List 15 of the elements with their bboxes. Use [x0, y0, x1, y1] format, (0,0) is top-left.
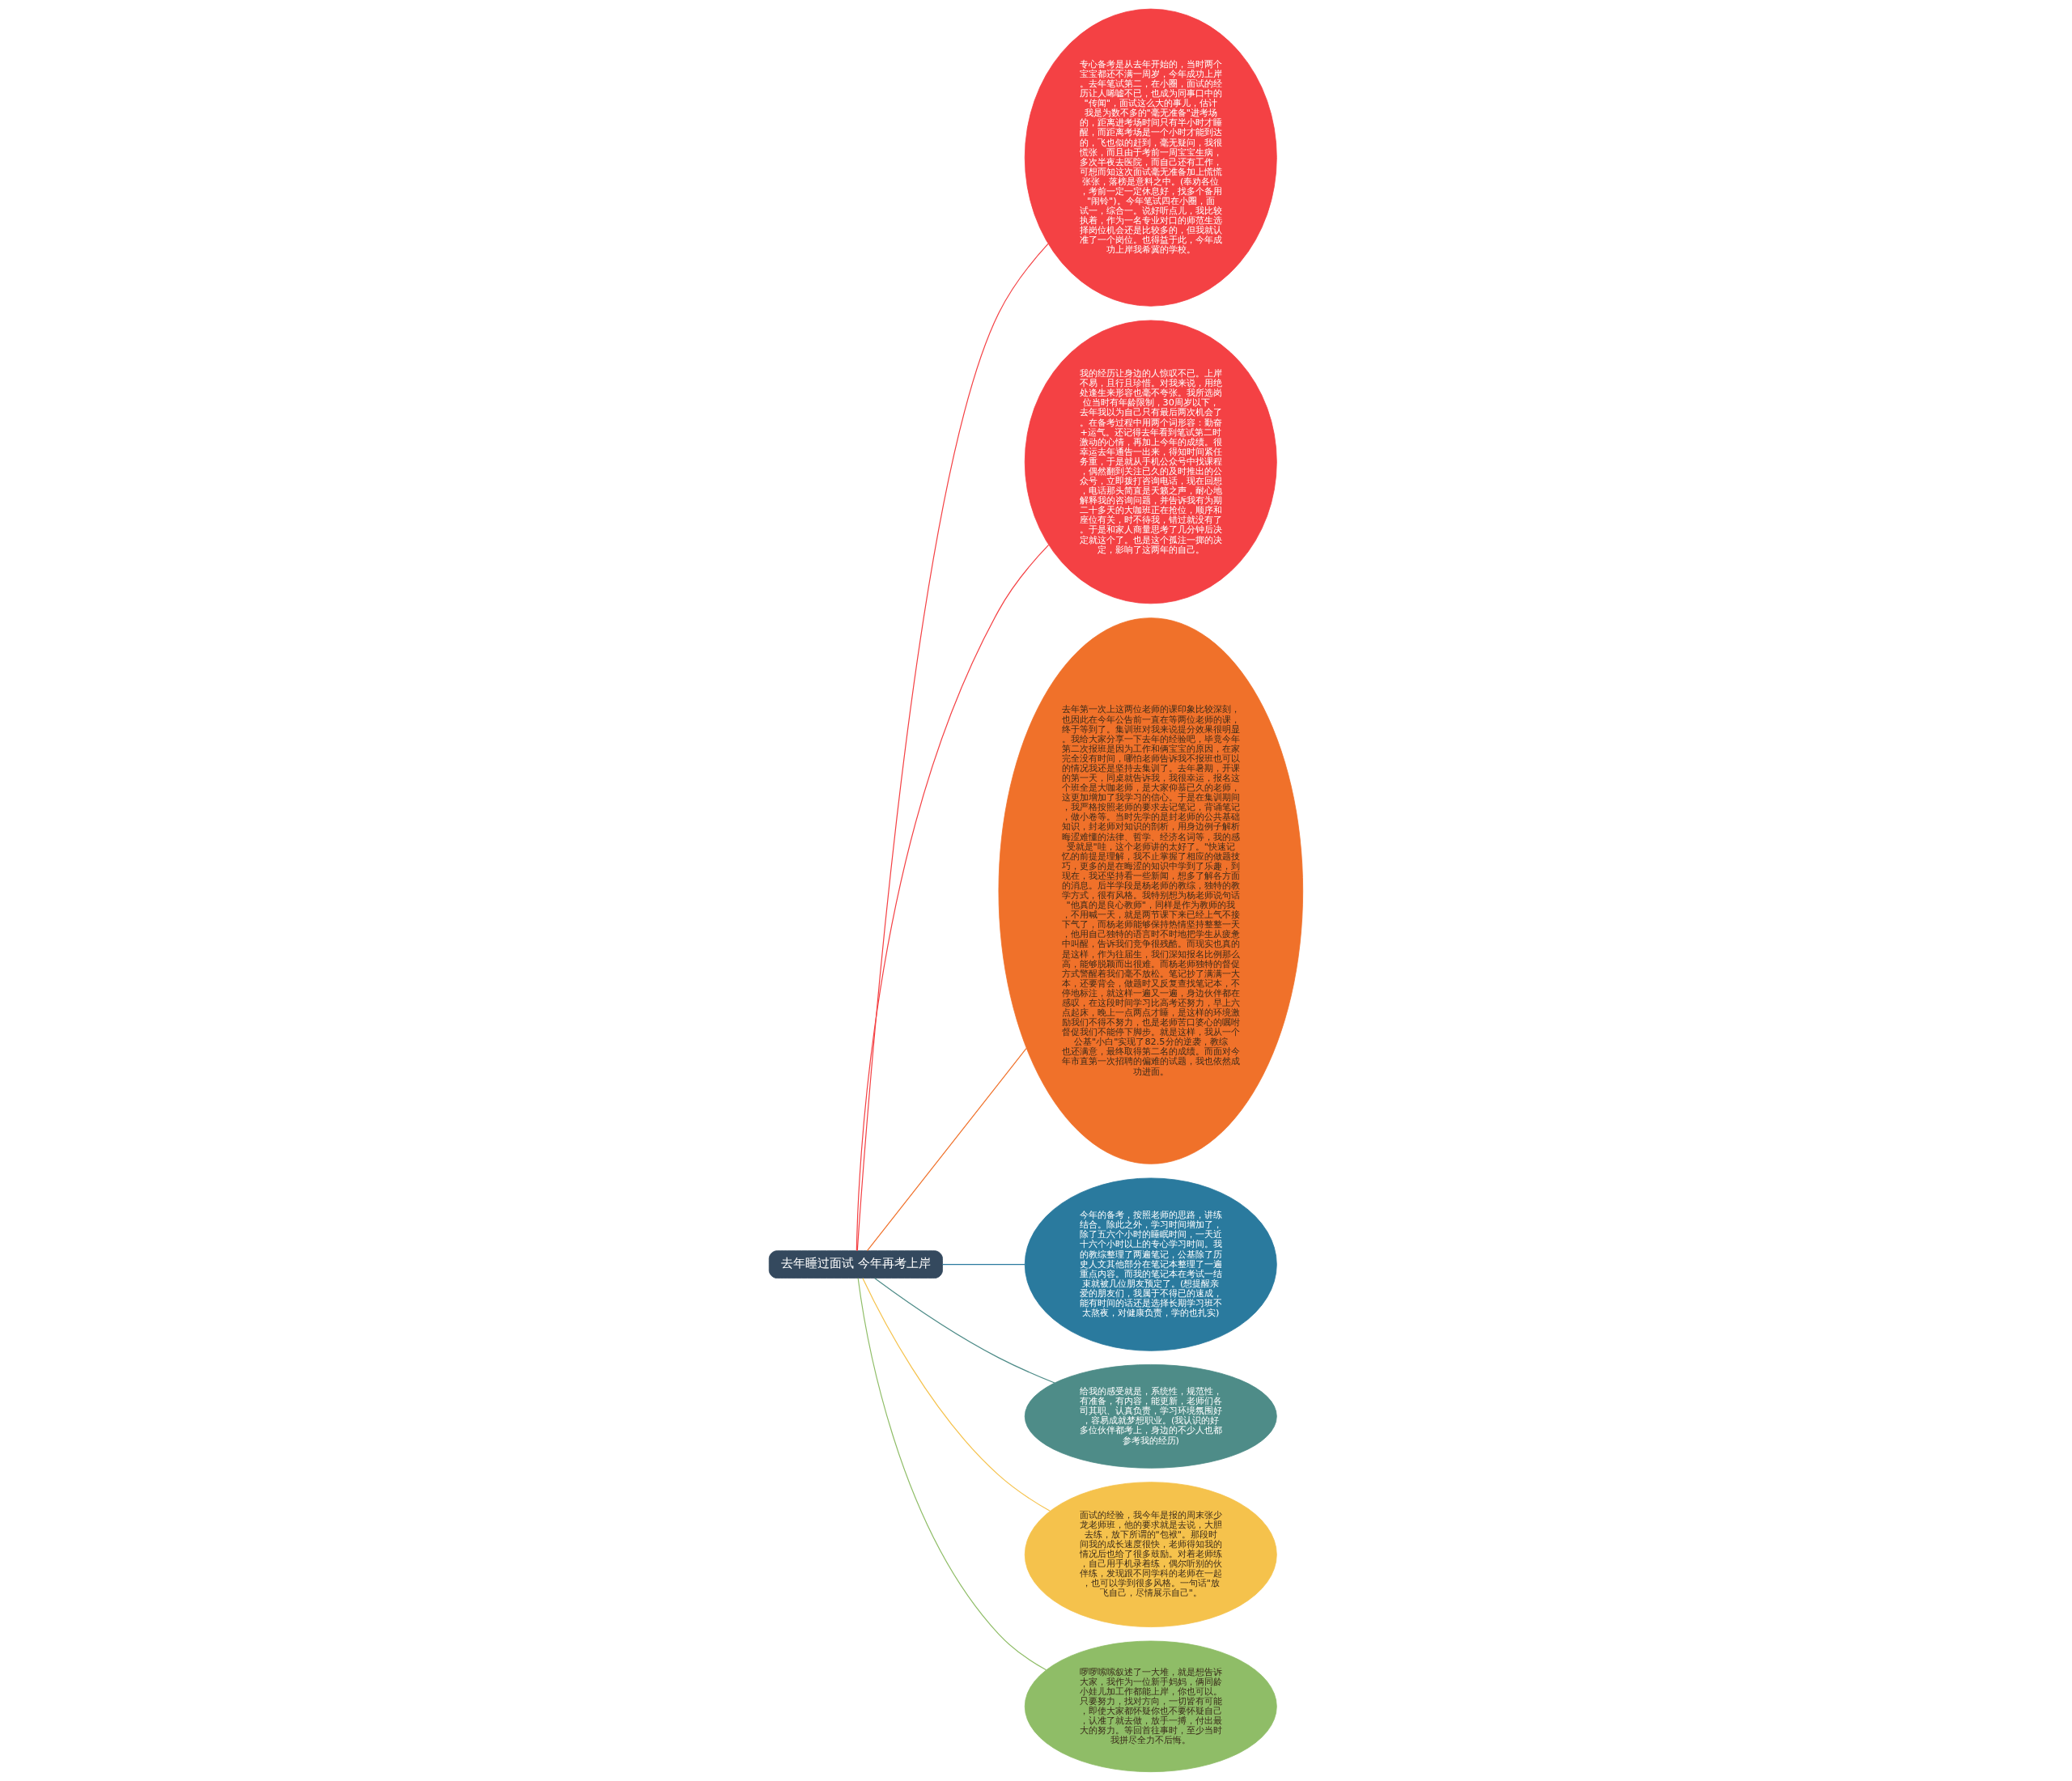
- node-ellipse: 我的经历让身边的人惊叹不已。上岸不易，且行且珍惜。对我来说，用绝处逢生来形容也毫不夸张。我所选岗位当时有年龄限制，30周岁以下，去年我以为自己只有最后两次机会了。在备考过程中用两个词形容：勤奋+运气。还记得去年看到笔试第二时激动的心情，再加上今年的成绩。很幸运去年通告一出来，得知时间紧任务重，于是就从手机公众号中找课程，偶然翻到关注已久的及时推出的公众号，立即拨打咨询电话，现在回想，电话那头简直是天籁之声，耐心地解释我的咨询问题，并告诉我有为期二十多天的大咖班正在抢位，顺序和座位有关，时不待我，错过就没有了。于是和家人商量思考了几分钟后决定就这个了。也是这个孤注一掷的决定，影响了这两年的自己。: [1024, 320, 1277, 604]
- connector: [856, 544, 1050, 1252]
- connector: [856, 243, 1049, 1252]
- connector: [941, 1264, 1025, 1266]
- node-ellipse: 今年的备考，按照老师的思路，讲练结合。除此之外，学习时间增加了，除了五六个小时的睡眠时间，一天近十六个小时以上的专心学习时间。我的教综整理了两遍笔记，公基除了历史人文其他部分在笔记本整理了一遍重点内容。而我的笔记本在考试一结束就被几位朋友预定了。(想提醒亲爱的朋友们，我属于不得已的速成，能有时间的话还是选择长期学习班不太熬夜，对健康负责，学的也扎实): [1024, 1177, 1277, 1351]
- connector: [874, 1278, 1055, 1384]
- connector: [857, 1278, 1047, 1671]
- node-ellipse: 去年第一次上这两位老师的课印象比较深刻，也因此在今年公告前一直在等两位老师的课，终于等到了。集训班对我来说提分效果很明显。我给大家分享一下去年的经验吧，毕竟今年第二次报班是因为工作和俩宝宝的原因，在家完全没有时间，哪怕老师告诉我不报班也可以的情况我还是坚持去集训了。去年暑期，开课的第一天，同桌就告诉我，我很幸运，报名这个班全是大咖老师，是大家仰慕已久的老师，这更加增加了我学习的信心。于是在集训期间，我严格按照老师的要求去记笔记，背诵笔记，做小卷等。当时先学的是封老师的公共基础知识，封老师对知识的剖析，用身边例子解析晦涩难懂的法律、哲学、经济名词等，我的感受就是"哇，这个老师讲的太好了。"快速记忆的前提是理解，我不止掌握了相应的做题技巧，更多的是在晦涩的知识中学到了乐趣，到现在，我还坚持看一些新闻，想多了解各方面的消息。后半学段是杨老师的教综，独特的教学方式，很有风格。我特别想为杨老师说句话"他真的是良心教师"，同样是作为教师的我，不用喊一天，就是两节课下来已经上气不接下气了，而杨老师能够保持热情坚持整整一天，他用自己独特的语言时不时地把学生从疲惫中叫醒，告诉我们竞争很残酷。而现实也真的是这样，作为往届生，我们深知报名比例那么高，能够脱颖而出很难。而杨老师独特的督促方式警醒着我们毫不放松。笔记抄了满满一大本，还要背会，做题时又反复查找笔记本，不停地标注，就这样一遍又一遍，身边伙伴都在感叹，在这段时间学习比高考还努力，早上六点起床，晚上一点两点才睡，是这样的环境激励我们不得不努力，也是老师苦口婆心的嘱咐督促我们不能停下脚步。就是这样，我从一个公基"小白"实现了82.5分的逆袭，教综也还满意，最终取得第二名的成绩。而面对今年市直第一次招聘的偏难的试题，我也依然成功进面。: [998, 617, 1304, 1164]
- node-ellipse: 啰啰嗦嗦叙述了一大堆，就是想告诉大家，我作为一位新手妈妈，俩同龄小娃儿加工作都能上岸，你也可以。只要努力，找对方向，一切皆有可能，即使大家都怀疑你也不要怀疑自己，认准了就去做，放手一搏，付出最大的努力。等回首往事时，至少当时我拼尽全力不后悔。: [1024, 1640, 1277, 1773]
- node-ellipse: 给我的感受就是，系统性，规范性，有准备，有内容，能更新，老师们各司其职、认真负责，学习环境氛围好，容易成就梦想职业。(我认识的好多位伙伴都考上，身边的不少人也都参考我的经历): [1024, 1364, 1277, 1469]
- node-box: 去年睡过面试 今年再考上岸: [768, 1250, 943, 1279]
- node-ellipse: 专心备考是从去年开始的，当时两个宝宝都还不满一周岁，今年成功上岸。去年笔试第二，在小圈，面试的经历让人唏嘘不已，也成为同事口中的"传闻"，面试这么大的事儿，估计我是为数不多的"毫无准备"进考场的，距离进考场时间只有半小时才睡醒，而距离考场是一个小时才能到达的，飞也似的赶到，毫无疑问，我很慌张，而且由于考前一周宝宝生病，多次半夜去医院，而自己还有工作，可想而知这次面试毫无准备加上慌慌张张，落榜是意料之中。(奉劝各位，考前一定一定休息好，找多个备用"闹铃")。今年笔试四在小圈，面试一，综合一。说好听点儿，我比较执着，作为一名专业对口的师范生选择岗位机会还是比较多的，但我就认准了一个岗位。也得益于此，今年成功上岸我希冀的学校。: [1024, 8, 1277, 307]
- connector: [866, 1048, 1027, 1252]
- node-ellipse: 面试的经验，我今年是报的周末张少龙老师班，他的要求就是去说，大胆去练，放下所谓的"包袱"。那段时间我的成长速度很快，老师得知我的情况后也给了很多鼓励。对着老师练，自己用手机录着练，偶尔听别的伙伴练，发现跟不同学科的老师在一起，也可以学到很多风格。一句话"放飞自己，尽情展示自己"。: [1024, 1482, 1277, 1627]
- connector: [862, 1278, 1051, 1512]
